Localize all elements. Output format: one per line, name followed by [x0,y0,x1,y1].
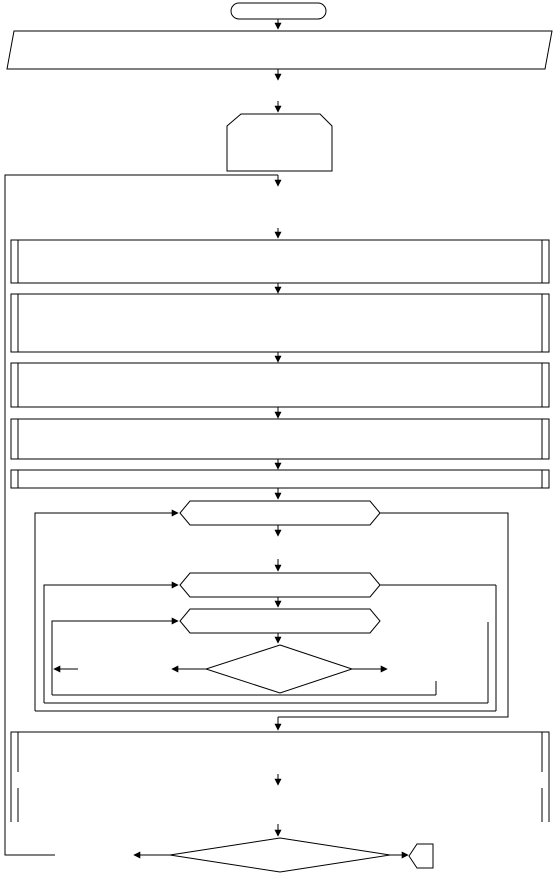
start-terminator [230,2,327,20]
loop-1-exit-line [278,512,509,718]
loop-1-return-line [34,509,179,711]
process-box-6 [10,731,550,822]
offpage-connector-octagon [226,113,333,172]
process-box-1 [10,239,550,284]
loop-3-return-line [51,617,179,695]
process-box-3 [10,362,550,408]
decision-diamond-2 [169,837,391,873]
decision-diamond-1 [204,644,354,694]
loop-2-return-line [43,581,179,703]
process-box-2 [10,293,550,353]
process-box-5 [10,469,550,489]
loop-back-line [4,174,278,856]
loop-hexagon-3 [179,608,381,634]
end-connector-pentagon [408,843,434,869]
input-output-parallelogram [6,30,553,70]
loop-hexagon-1 [179,500,381,526]
loop-hexagon-2 [179,572,381,598]
process-box-4 [10,418,550,460]
